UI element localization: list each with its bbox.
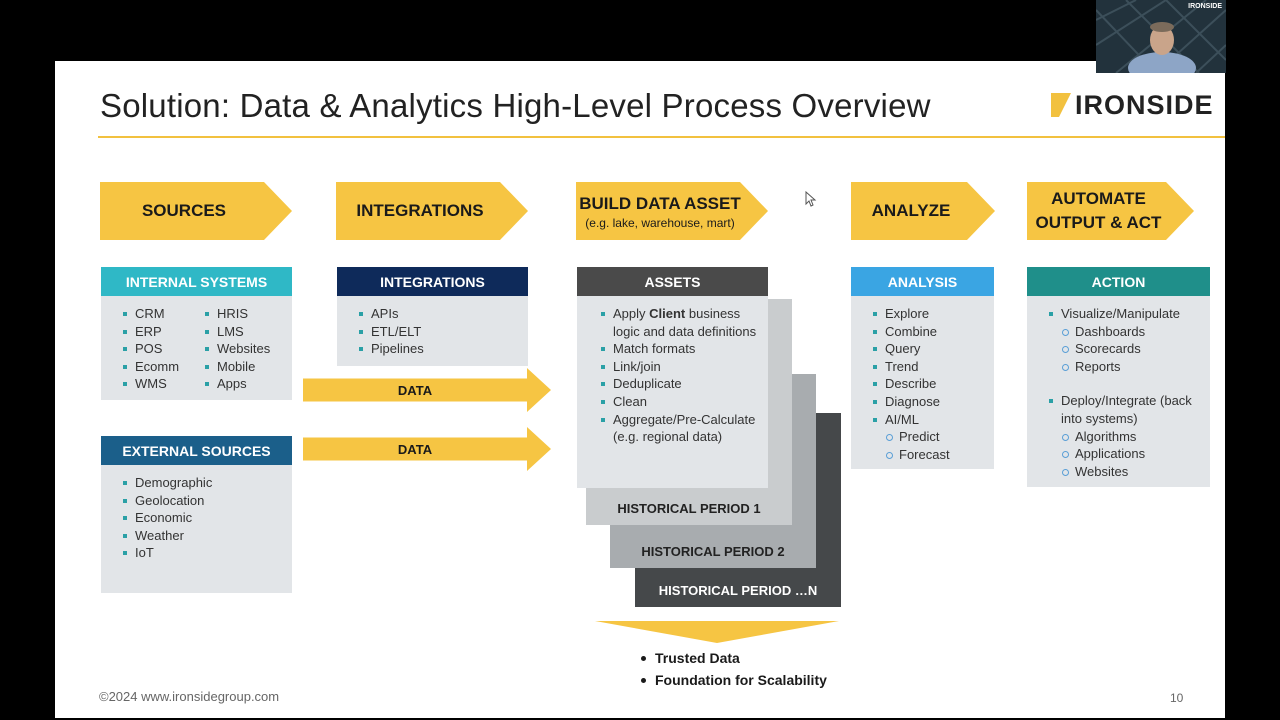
integrations-list: APIs ETL/ELT Pipelines: [357, 305, 424, 358]
analysis-list: Explore Combine Query Trend Describe Dia…: [871, 305, 950, 463]
stage-label: ANALYZE: [871, 201, 951, 220]
list-subitem: Applications: [1047, 445, 1207, 463]
list-item: Websites: [203, 340, 270, 358]
stage-build-data-asset: BUILD DATA ASSET (e.g. lake, warehouse, …: [576, 182, 768, 240]
list-item: WMS: [121, 375, 179, 393]
presenter-image: [1096, 0, 1226, 73]
stage-label: AUTOMATE OUTPUT & ACT: [1035, 189, 1162, 232]
list-item: IoT: [121, 544, 212, 562]
list-subitem: Predict: [871, 428, 950, 446]
list-item: POS: [121, 340, 179, 358]
list-item: APIs: [357, 305, 424, 323]
action-header: ACTION: [1027, 267, 1210, 296]
analysis-header: ANALYSIS: [851, 267, 994, 296]
data-arrow-label: DATA: [397, 441, 433, 457]
integrations-box: INTEGRATIONS APIs ETL/ELT Pipelines: [337, 267, 528, 366]
list-item: Economic: [121, 509, 212, 527]
title-divider: [98, 136, 1225, 138]
list-item: Apps: [203, 375, 270, 393]
stage-sublabel: (e.g. lake, warehouse, mart): [585, 216, 735, 230]
list-item: Link/join: [599, 358, 759, 376]
list-item: Deduplicate: [599, 375, 759, 393]
list-item: Mobile: [203, 358, 270, 376]
page-number: 10: [1170, 691, 1184, 705]
data-arrow-label: DATA: [397, 382, 433, 398]
logo-text: IRONSIDE: [1075, 90, 1214, 120]
outcome-item: Foundation for Scalability: [641, 669, 827, 691]
external-sources-header: EXTERNAL SOURCES: [101, 436, 292, 465]
integrations-header: INTEGRATIONS: [337, 267, 528, 296]
outcome-item: Trusted Data: [641, 647, 827, 669]
internal-systems-box: INTERNAL SYSTEMS CRM ERP POS Ecomm WMS H…: [101, 267, 292, 400]
historical-period-label: HISTORICAL PERIOD 1: [617, 500, 761, 516]
external-list: Demographic Geolocation Economic Weather…: [121, 474, 212, 562]
stage-label: INTEGRATIONS: [356, 201, 484, 220]
list-item: Match formats: [599, 340, 759, 358]
list-subitem: Dashboards: [1047, 323, 1207, 341]
stage-sources: SOURCES: [100, 182, 292, 240]
internal-systems-header: INTERNAL SYSTEMS: [101, 267, 292, 296]
list-item: ETL/ELT: [357, 323, 424, 341]
list-item: Clean: [599, 393, 759, 411]
list-item: Apply Client business logic and data def…: [599, 305, 759, 340]
funnel-arrow-icon: [595, 621, 839, 643]
list-subitem: Algorithms: [1047, 428, 1207, 446]
mouse-cursor-icon: [805, 191, 817, 207]
list-item: Visualize/Manipulate: [1047, 305, 1207, 323]
list-item: Demographic: [121, 474, 212, 492]
stage-integrations: INTEGRATIONS: [336, 182, 528, 240]
stage-label: SOURCES: [141, 201, 227, 220]
list-item: Query: [871, 340, 950, 358]
action-box: ACTION Visualize/Manipulate Dashboards S…: [1027, 267, 1210, 487]
historical-period-label: HISTORICAL PERIOD 2: [641, 543, 785, 559]
action-list: Visualize/Manipulate Dashboards Scorecar…: [1047, 305, 1207, 480]
stage-label: BUILD DATA ASSET: [579, 194, 741, 213]
footer-copyright: ©2024 www.ironsidegroup.com: [99, 689, 280, 704]
list-item: Geolocation: [121, 492, 212, 510]
webcam-logo: IRONSIDE: [1188, 3, 1222, 10]
list-item: Describe: [871, 375, 950, 393]
list-subitem: Websites: [1047, 463, 1207, 481]
list-subitem: Reports: [1047, 358, 1207, 376]
list-item: LMS: [203, 323, 270, 341]
list-item: CRM: [121, 305, 179, 323]
list-subitem: Forecast: [871, 446, 950, 464]
list-item: Explore: [871, 305, 950, 323]
data-arrow-1: DATA: [303, 368, 551, 412]
list-item: ERP: [121, 323, 179, 341]
list-item: Deploy/Integrate (back into systems): [1047, 392, 1207, 427]
internal-list-col2: HRIS LMS Websites Mobile Apps: [203, 305, 270, 393]
list-item: Diagnose: [871, 393, 950, 411]
data-arrow-2: DATA: [303, 427, 551, 471]
list-item: HRIS: [203, 305, 270, 323]
list-item: Trend: [871, 358, 950, 376]
outcomes-list: Trusted Data Foundation for Scalability: [641, 647, 827, 691]
analysis-box: ANALYSIS Explore Combine Query Trend Des…: [851, 267, 994, 469]
list-item: Combine: [871, 323, 950, 341]
logo-mark-icon: [1051, 93, 1071, 117]
historical-period-label: HISTORICAL PERIOD …N: [658, 582, 818, 598]
assets-box: ASSETS Apply Client business logic and d…: [577, 267, 768, 488]
list-item: AI/ML: [871, 411, 950, 429]
list-item: Aggregate/Pre-Calculate (e.g. regional d…: [599, 411, 759, 446]
slide-title: Solution: Data & Analytics High-Level Pr…: [100, 87, 931, 124]
presentation-slide: Solution: Data & Analytics High-Level Pr…: [55, 61, 1225, 718]
stage-automate: AUTOMATE OUTPUT & ACT: [1027, 182, 1194, 240]
stage-analyze: ANALYZE: [851, 182, 995, 240]
webcam-feed: IRONSIDE: [1096, 0, 1226, 73]
list-item: Pipelines: [357, 340, 424, 358]
list-item: Ecomm: [121, 358, 179, 376]
list-subitem: Scorecards: [1047, 340, 1207, 358]
list-item: Weather: [121, 527, 212, 545]
external-sources-box: EXTERNAL SOURCES Demographic Geolocation…: [101, 436, 292, 593]
assets-list: Apply Client business logic and data def…: [599, 305, 759, 446]
internal-list-col1: CRM ERP POS Ecomm WMS: [121, 305, 179, 393]
client-emphasis: Client: [649, 306, 686, 321]
assets-header: ASSETS: [577, 267, 768, 296]
